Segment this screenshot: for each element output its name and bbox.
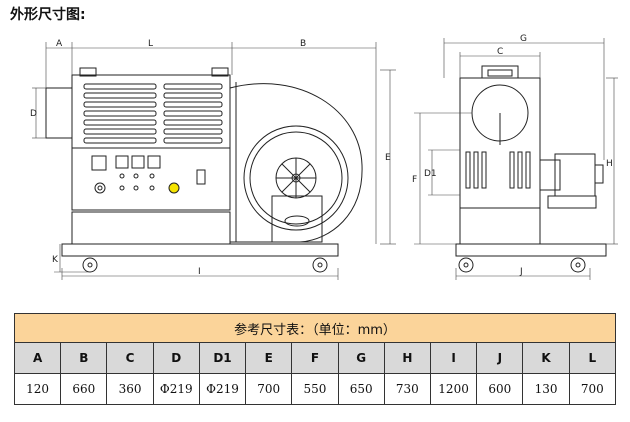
dim-label-J: J xyxy=(519,267,523,277)
value-cell: Φ219 xyxy=(198,373,247,405)
header-cell: B xyxy=(60,342,108,374)
value-cell: 130 xyxy=(522,373,570,405)
value-cell: 1200 xyxy=(429,373,478,405)
table-value-row: 120 660 360 Φ219 Φ219 700 550 650 730 12… xyxy=(13,373,617,405)
dimension-drawing: A L B D E K I G C D1 F H J xyxy=(30,34,618,280)
caster-right xyxy=(312,257,328,273)
side-grille xyxy=(465,151,531,189)
vent-louvres-right xyxy=(163,83,223,144)
header-cell: C xyxy=(106,342,154,374)
header-cell: F xyxy=(291,342,339,374)
header-cell: E xyxy=(245,342,293,374)
value-cell: 550 xyxy=(291,373,339,405)
header-cell: H xyxy=(383,342,431,374)
value-cell: 600 xyxy=(476,373,524,405)
header-cell: J xyxy=(476,342,524,374)
dim-label-G: G xyxy=(520,34,527,44)
value-cell: 360 xyxy=(106,373,154,405)
value-cell: 730 xyxy=(383,373,431,405)
dim-label-H: H xyxy=(606,159,613,169)
value-cell: 660 xyxy=(60,373,108,405)
dim-label-F: F xyxy=(412,175,417,185)
dimension-table: 参考尺寸表：（单位：mm） A B C D D1 E F G H I J K L… xyxy=(13,313,617,405)
side-base xyxy=(455,243,607,257)
header-cell: D xyxy=(152,342,200,374)
blower-wheel xyxy=(243,125,349,231)
table-header-row: A B C D D1 E F G H I J K L xyxy=(13,342,617,374)
header-cell: K xyxy=(522,342,570,374)
header-cell: G xyxy=(337,342,385,374)
header-cell: I xyxy=(429,342,478,374)
dim-label-B: B xyxy=(300,39,306,49)
caster-left xyxy=(82,257,98,273)
value-cell: Φ219 xyxy=(152,373,200,405)
drawing-title: 外形尺寸图: xyxy=(10,7,86,23)
table-caption: 参考尺寸表：（单位：mm） xyxy=(14,313,616,343)
dim-label-L: L xyxy=(148,39,153,49)
side-motor xyxy=(554,153,596,197)
dim-label-I: I xyxy=(198,267,201,277)
dim-label-A: A xyxy=(56,39,63,49)
header-cell: A xyxy=(13,342,62,374)
dim-label-C: C xyxy=(497,47,503,57)
dim-label-E: E xyxy=(385,153,391,163)
header-cell: D1 xyxy=(198,342,247,374)
dim-label-K: K xyxy=(52,255,59,265)
base-frame xyxy=(61,243,339,257)
vent-louvres-left xyxy=(83,83,157,144)
value-cell: 700 xyxy=(568,373,617,405)
value-cell: 120 xyxy=(13,373,62,405)
value-cell: 650 xyxy=(337,373,385,405)
value-cell: 700 xyxy=(245,373,293,405)
control-box xyxy=(71,74,231,211)
dim-label-D: D xyxy=(30,109,37,119)
dim-label-D1: D1 xyxy=(424,169,437,179)
header-cell: L xyxy=(568,342,617,374)
blower-housing xyxy=(229,83,363,243)
